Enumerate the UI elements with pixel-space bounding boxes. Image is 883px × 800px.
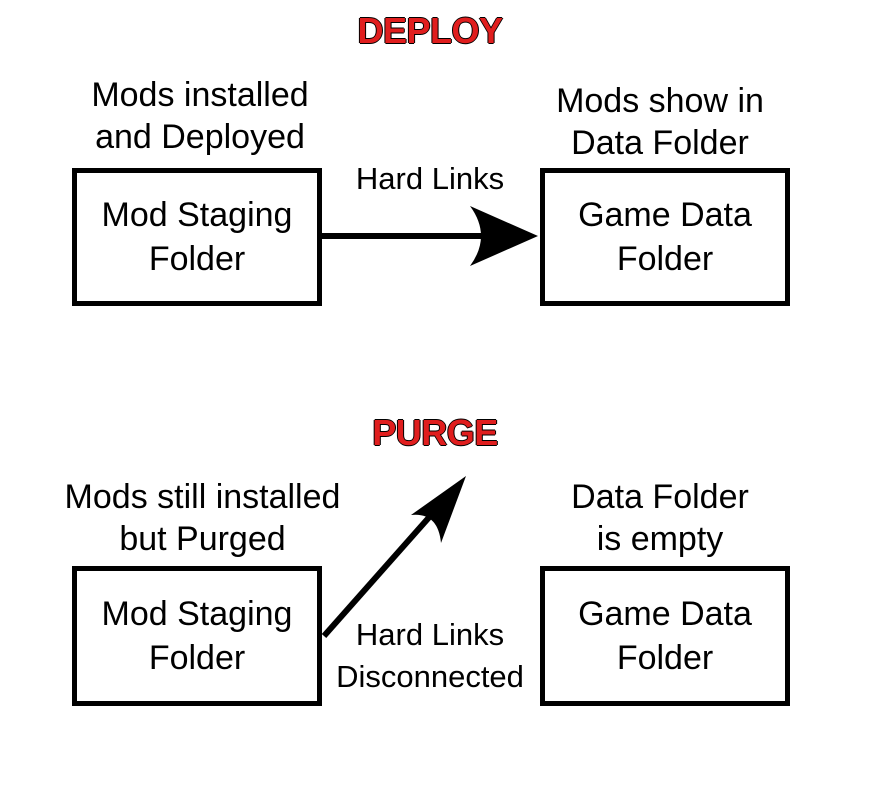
deploy-right-caption-line-2: Data Folder bbox=[571, 124, 749, 162]
deploy-left-caption-line-1: Mods installed bbox=[91, 76, 309, 114]
purge-right-box-line-2: Folder bbox=[616, 639, 714, 677]
purge-right-caption: Data Folder is empty bbox=[500, 476, 820, 560]
deploy-hard-links-arrow bbox=[322, 206, 538, 266]
deploy-heading: DEPLOY bbox=[357, 10, 503, 51]
purge-link-label-line-2: Disconnected bbox=[336, 659, 524, 694]
purge-hard-links-disconnected-label: Hard Links Disconnected bbox=[325, 614, 535, 698]
purge-right-box-line-1: Game Data bbox=[578, 595, 752, 633]
purge-left-caption: Mods still installed but Purged bbox=[30, 476, 375, 560]
deploy-mod-staging-folder-box: Mod Staging Folder bbox=[72, 168, 322, 306]
purge-left-box-line-1: Mod Staging bbox=[101, 595, 293, 633]
purge-heading: PURGE bbox=[372, 412, 498, 453]
deploy-left-caption: Mods installed and Deployed bbox=[40, 74, 360, 158]
deploy-left-box-line-2: Folder bbox=[148, 240, 246, 278]
deploy-left-box-line-1: Mod Staging bbox=[101, 196, 293, 234]
deploy-right-caption: Mods show in Data Folder bbox=[500, 80, 820, 164]
deploy-right-box-line-2: Folder bbox=[616, 240, 714, 278]
purge-link-label-line-1: Hard Links bbox=[355, 617, 505, 652]
deploy-hard-links-label: Hard Links bbox=[355, 161, 505, 196]
purge-mod-staging-folder-box: Mod Staging Folder bbox=[72, 566, 322, 706]
purge-disconnected-arrow bbox=[321, 476, 466, 638]
purge-left-box-line-2: Folder bbox=[148, 639, 246, 677]
purge-right-caption-line-1: Data Folder bbox=[571, 478, 749, 516]
purge-game-data-folder-box: Game Data Folder bbox=[540, 566, 790, 706]
deploy-game-data-folder-box: Game Data Folder bbox=[540, 168, 790, 306]
deploy-right-box-line-1: Game Data bbox=[578, 196, 752, 234]
purge-left-caption-line-1: Mods still installed bbox=[64, 478, 341, 516]
deploy-right-caption-line-1: Mods show in bbox=[556, 82, 764, 120]
purge-left-caption-line-2: but Purged bbox=[119, 520, 286, 558]
deploy-left-caption-line-2: and Deployed bbox=[95, 118, 305, 156]
purge-right-caption-line-2: is empty bbox=[596, 520, 724, 558]
